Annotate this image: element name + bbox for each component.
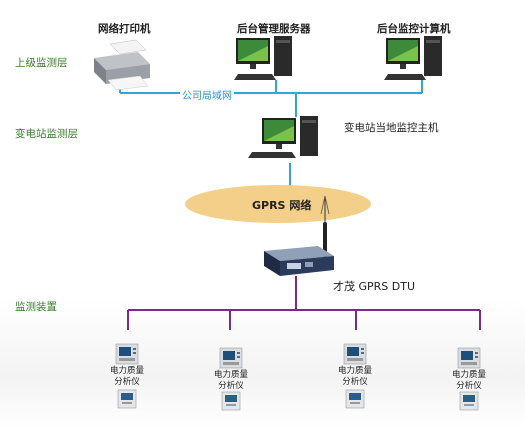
server-label: 后台管理服务器 [237,23,311,35]
meter-label-3-line2: 分析仪 [342,377,368,387]
meter-label-3-line1: 电力质量 [337,366,372,376]
printer-label: 网络打印机 [98,23,151,35]
meter-module-icon-4 [459,391,479,411]
layer-label-substation: 变电站监测层 [15,128,78,140]
meter-label-1: 电力质量 分析仪 [102,366,152,388]
lan-label: 公司局域网 [180,87,234,102]
dtu-device-icon [264,246,334,276]
meter-icon-4 [457,347,481,369]
device-bus [127,309,481,330]
dtu-label: 才茂 GPRS DTU [333,280,416,293]
meter-module-icon-3 [345,389,365,409]
monitor-computer-icon [384,36,442,80]
gprs-network-label: GPRS 网络 [252,199,312,212]
host-computer-icon [248,116,318,158]
meter-icon-1 [115,343,139,365]
meter-label-1-line2: 分析仪 [114,377,140,387]
meter-label-2-line1: 电力质量 [213,370,248,380]
meter-icon-3 [343,343,367,365]
layer-label-upper: 上级监测层 [15,57,68,69]
server-computer-icon [234,36,292,80]
floor-shadow [0,300,525,428]
monitor-pc-label: 后台监控计算机 [377,23,451,35]
meter-label-4-line2: 分析仪 [456,381,482,391]
meter-icon-2 [219,347,243,369]
meter-module-icon-2 [221,391,241,411]
meter-label-2-line2: 分析仪 [218,381,244,391]
lan-lines [119,80,423,117]
meter-module-icon-1 [117,389,137,409]
meter-label-3: 电力质量 分析仪 [330,366,380,388]
layer-label-device: 监测装置 [15,301,57,313]
printer-icon [94,39,150,91]
meter-label-4: 电力质量 分析仪 [444,370,494,392]
meter-label-1-line1: 电力质量 [109,366,144,376]
meter-label-2: 电力质量 分析仪 [206,370,256,392]
host-label: 变电站当地监控主机 [344,122,439,134]
meter-label-4-line1: 电力质量 [451,370,486,380]
